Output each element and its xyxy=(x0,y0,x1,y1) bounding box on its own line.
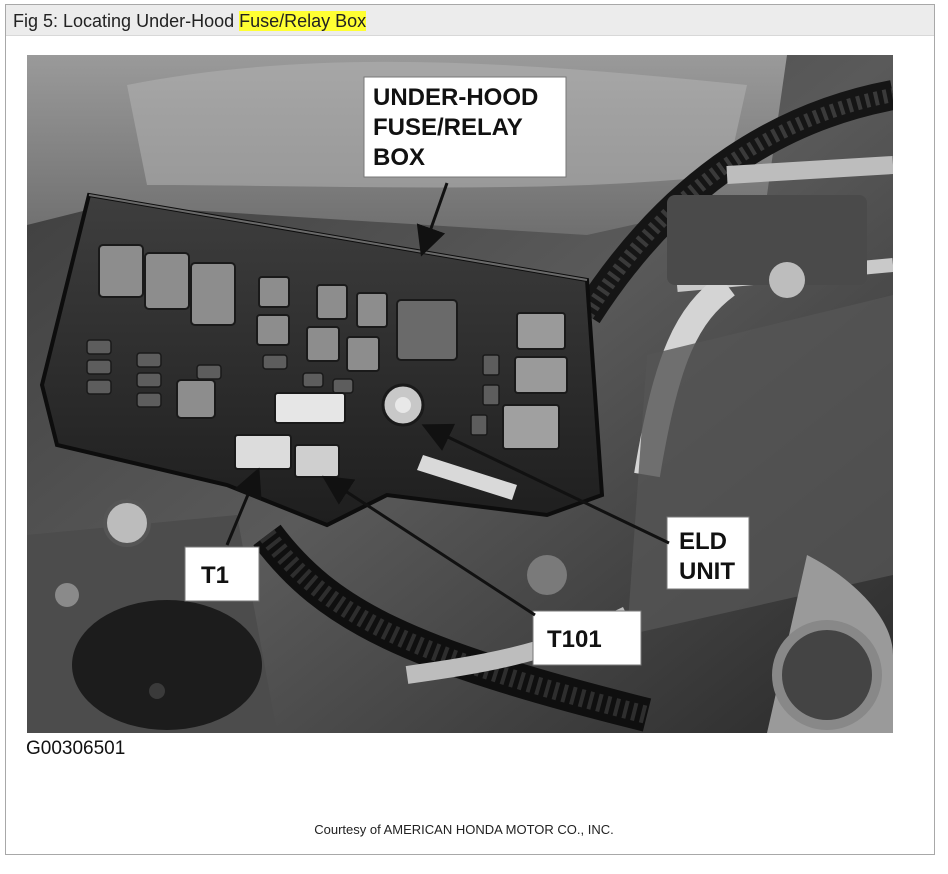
figure-title-prefix: Fig 5: Locating Under-Hood xyxy=(13,11,240,31)
callout-eld-line1: ELD xyxy=(679,528,727,555)
engine-bay-photo: UNDER-HOOD FUSE/RELAY BOX ELD UNIT T1 T1… xyxy=(27,55,893,733)
callout-t1: T1 xyxy=(184,546,260,602)
callout-box-line1: UNDER-HOOD xyxy=(373,84,538,111)
callout-box-line3: BOX xyxy=(373,144,425,171)
callout-t101-label: T101 xyxy=(547,626,602,653)
callout-eld-line2: UNIT xyxy=(679,558,735,585)
callout-t1-label: T1 xyxy=(201,562,229,589)
engine-bay-illustration: UNDER-HOOD FUSE/RELAY BOX ELD UNIT T1 T1… xyxy=(27,55,893,733)
callout-t101: T101 xyxy=(532,610,642,666)
callout-box-line2: FUSE/RELAY xyxy=(373,114,523,141)
figure-title: Fig 5: Locating Under-Hood Fuse/Relay Bo… xyxy=(13,11,367,32)
callout-fuse-relay-box: UNDER-HOOD FUSE/RELAY BOX xyxy=(363,76,567,178)
figure-title-highlight: Fuse/Relay Box xyxy=(239,11,367,31)
figure-title-bar: Fig 5: Locating Under-Hood Fuse/Relay Bo… xyxy=(6,5,934,36)
courtesy-line: Courtesy of AMERICAN HONDA MOTOR CO., IN… xyxy=(314,822,614,837)
callout-eld-unit: ELD UNIT xyxy=(666,516,750,590)
figure-id: G00306501 xyxy=(26,738,126,759)
